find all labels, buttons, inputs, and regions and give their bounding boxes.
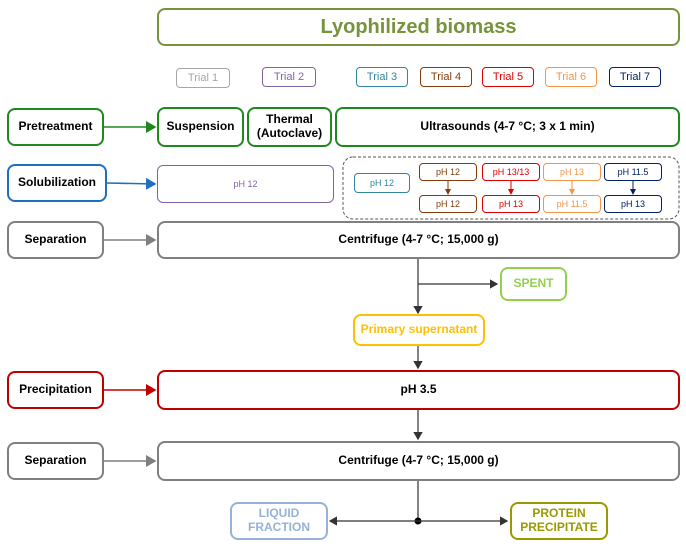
trial-6-label: Trial 6 <box>545 67 597 87</box>
stage-pretreatment: Pretreatment <box>7 108 104 146</box>
trial-3-label: Trial 3 <box>356 67 408 87</box>
title-box: Lyophilized biomass <box>157 8 680 46</box>
stage-solubilization: Solubilization <box>7 164 107 202</box>
separation-1-centrifuge: Centrifuge (4-7 °C; 15,000 g) <box>157 221 680 259</box>
solub-trial-7-second: pH 13 <box>604 195 662 213</box>
pretreatment-thermal: Thermal (Autoclave) <box>247 107 332 147</box>
trial-7-label: Trial 7 <box>609 67 661 87</box>
separation-2-centrifuge: Centrifuge (4-7 °C; 15,000 g) <box>157 441 680 481</box>
solub-trial-6-second: pH 11.5 <box>543 195 601 213</box>
liquid-fraction-box: LIQUID FRACTION <box>230 502 328 540</box>
trial-4-label: Trial 4 <box>420 67 472 87</box>
solub-trial-4-second: pH 12 <box>419 195 477 213</box>
spent-box: SPENT <box>500 267 567 301</box>
primary-supernatant-box: Primary supernatant <box>353 314 485 346</box>
page-title: Lyophilized biomass <box>320 15 517 38</box>
pretreatment-suspension: Suspension <box>157 107 244 147</box>
trial-5-label: Trial 5 <box>482 67 534 87</box>
pretreatment-ultrasounds: Ultrasounds (4-7 °C; 3 x 1 min) <box>335 107 680 147</box>
solub-trial-5-first: pH 13/13 <box>482 163 540 181</box>
precipitation-ph: pH 3.5 <box>157 370 680 410</box>
trial-1-label: Trial 1 <box>176 68 230 88</box>
protein-precipitate-box: PROTEIN PRECIPITATE <box>510 502 608 540</box>
solub-trial-6-first: pH 13 <box>543 163 601 181</box>
solub-trial-5-second: pH 13 <box>482 195 540 213</box>
trial-2-label: Trial 2 <box>262 67 316 87</box>
solub-trial-7-first: pH 11.5 <box>604 163 662 181</box>
solub-trial-4-first: pH 12 <box>419 163 477 181</box>
solub-trial-1-2: pH 12 <box>157 165 334 203</box>
solub-trial-3: pH 12 <box>354 173 410 193</box>
stage-separation-2: Separation <box>7 442 104 480</box>
stage-precipitation: Precipitation <box>7 371 104 409</box>
stage-separation-1: Separation <box>7 221 104 259</box>
